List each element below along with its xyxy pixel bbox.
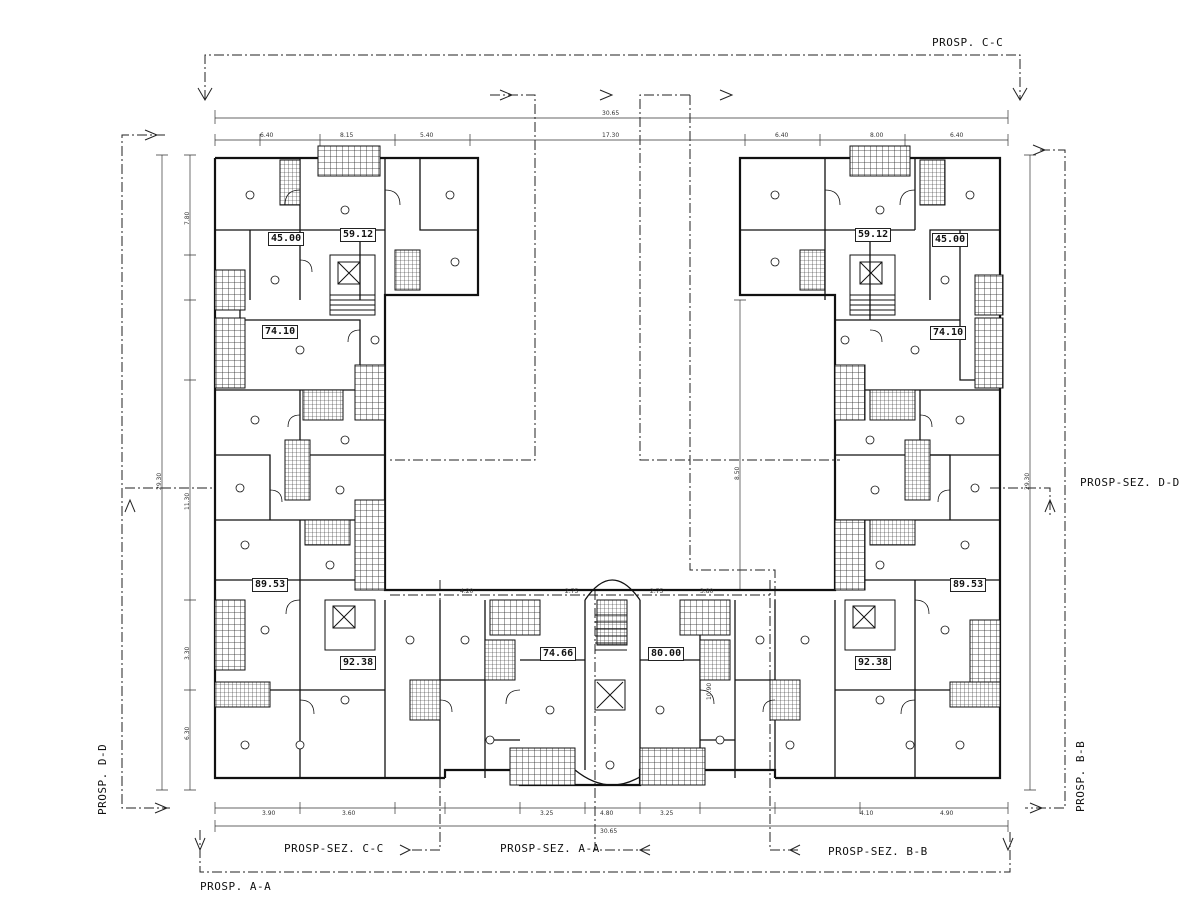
dimension-bottom-seg: 3.25 <box>540 810 554 817</box>
dimension-bottom-seg: 4.80 <box>600 810 614 817</box>
dimension-bottom-seg: 4.10 <box>860 810 874 817</box>
dimension-center-height: 10.90 <box>706 682 713 700</box>
dimension-right-overall: 29.30 <box>1024 472 1031 490</box>
area-tag: 92.38 <box>855 656 892 670</box>
dimension-left-seg: 6.30 <box>184 726 191 740</box>
tiled-areas <box>214 145 1004 786</box>
area-tag: 74.66 <box>540 647 577 661</box>
dimension-top-seg: 8.15 <box>340 132 354 139</box>
label-prosp-sez-c-c: PROSP-SEZ. C-C <box>284 842 384 855</box>
area-tag: 74.10 <box>930 326 967 340</box>
dimension-center-seg: 2.75 <box>650 588 664 595</box>
dimension-center-seg: 3.80 <box>700 588 714 595</box>
dimension-left-seg: 7.80 <box>184 211 191 225</box>
label-prosp-sez-a-a: PROSP-SEZ. A-A <box>500 842 600 855</box>
dimension-bottom-seg: 4.90 <box>940 810 954 817</box>
dimension-top-seg: 6.40 <box>775 132 789 139</box>
dimension-bottom-overall: 30.65 <box>600 828 618 835</box>
area-tag: 59.12 <box>855 228 892 242</box>
label-prosp-a-a: PROSP. A-A <box>200 880 272 893</box>
label-prosp-sez-b-b: PROSP-SEZ. B-B <box>828 845 928 858</box>
section-arrows <box>124 87 1056 856</box>
dimension-top-seg: 5.40 <box>420 132 434 139</box>
dimension-left-seg: 11.30 <box>184 492 191 510</box>
area-tag: 74.10 <box>262 325 299 339</box>
dimension-lines <box>156 110 1036 832</box>
area-tag: 59.12 <box>340 228 377 242</box>
label-prosp-sez-d-d: PROSP-SEZ. D-D <box>1080 476 1180 489</box>
stairs-and-elevators <box>324 254 896 711</box>
dimension-bottom-seg: 3.25 <box>660 810 674 817</box>
area-tag: 80.00 <box>648 647 685 661</box>
dimension-top-seg: 6.40 <box>950 132 964 139</box>
door-swings <box>269 189 951 715</box>
area-tag: 92.38 <box>340 656 377 670</box>
area-tag: 45.00 <box>932 233 969 247</box>
area-tag: 45.00 <box>268 232 305 246</box>
dimension-top-seg: 8.00 <box>870 132 884 139</box>
dimension-center-seg: 2.75 <box>565 588 579 595</box>
dimension-center-seg: 4.20 <box>460 588 474 595</box>
dimension-bottom-seg: 3.90 <box>262 810 276 817</box>
dimension-top-overall: 30.65 <box>602 110 620 117</box>
dimension-top-seg: 6.40 <box>260 132 274 139</box>
label-prosp-b-b: PROSP. B-B <box>1074 740 1087 812</box>
building-walls <box>213 156 1002 787</box>
label-prosp-d-d: PROSP. D-D <box>96 743 109 815</box>
label-prosp-c-c: PROSP. C-C <box>932 36 1004 49</box>
dimension-left-seg: 3.30 <box>184 646 191 660</box>
area-tag: 89.53 <box>252 578 289 592</box>
dimension-bottom-seg: 3.60 <box>342 810 356 817</box>
dimension-left-overall: 29.30 <box>156 472 163 490</box>
dimension-right-inner: 8.50 <box>734 466 741 480</box>
room-symbols <box>235 190 980 770</box>
dimension-top-inner: 17.30 <box>602 132 620 139</box>
area-tag: 89.53 <box>950 578 987 592</box>
